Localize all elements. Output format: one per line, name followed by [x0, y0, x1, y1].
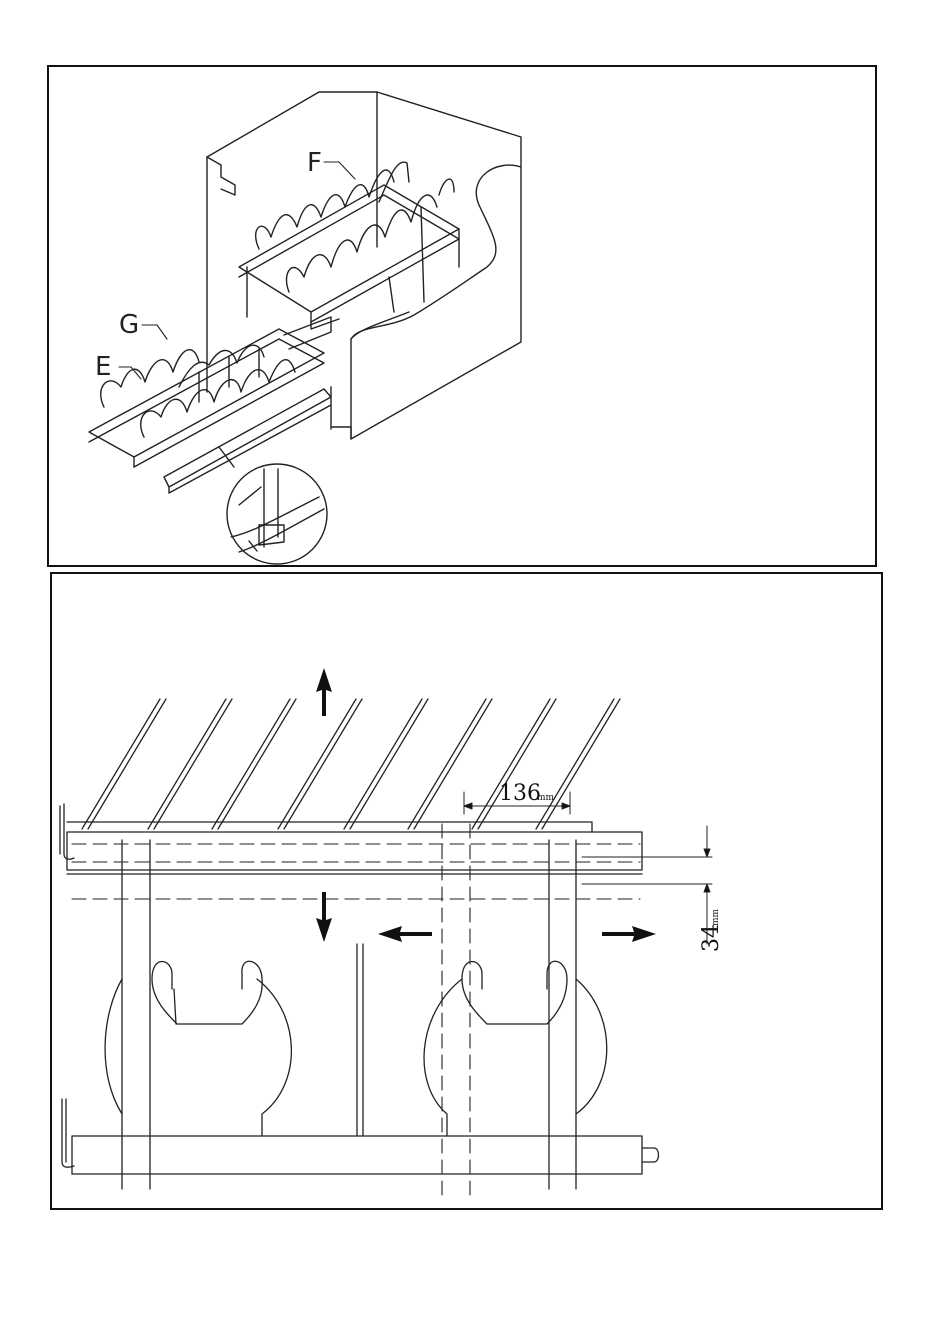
top-view-drawing: 136 mm 34 mm — [52, 574, 885, 1212]
callout-g: G — [119, 310, 139, 340]
arrow-right-icon — [602, 926, 656, 942]
arrow-left-icon — [378, 926, 432, 942]
dashed-guides — [72, 824, 640, 1199]
dimension-spacing-unit: mm — [537, 793, 555, 803]
top-view-installation-panel: 136 mm 34 mm — [50, 572, 883, 1210]
angled-support-rods — [82, 699, 620, 829]
isometric-assembly-panel: F G E — [47, 65, 877, 567]
front-rail — [60, 804, 642, 874]
arrow-up-icon — [316, 668, 332, 716]
callout-e: E — [95, 352, 111, 382]
isometric-assembly-drawing: F G E — [49, 67, 879, 569]
dimension-offset-unit: mm — [711, 908, 721, 926]
joint-detail-inset — [219, 447, 327, 564]
callout-f: F — [307, 148, 322, 178]
cabinet-body — [207, 92, 521, 439]
shoe-holder-loops — [105, 944, 607, 1136]
upper-shoe-rack — [239, 162, 459, 329]
rear-rail — [62, 1099, 659, 1174]
callout-leaders — [119, 162, 355, 379]
dimension-spacing-value: 136 — [499, 781, 541, 806]
dimension-offset-value: 34 — [699, 924, 724, 952]
